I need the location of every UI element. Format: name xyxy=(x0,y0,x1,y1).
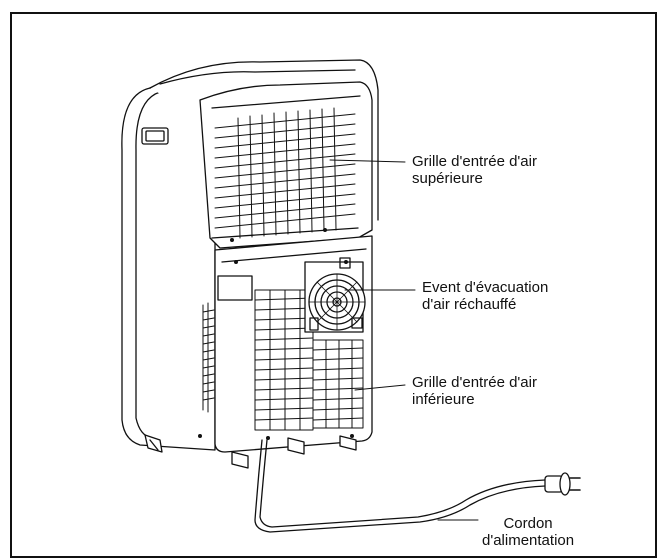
label-power-cord: Cordon d'alimentation xyxy=(482,515,574,549)
side-handle xyxy=(141,127,169,145)
label-power-cord-line2: d'alimentation xyxy=(482,532,575,549)
label-exhaust-vent-line2: d'air réchauffé xyxy=(422,296,517,313)
label-lower-intake-line1: Grille d'entrée d'air xyxy=(412,374,537,391)
label-upper-intake-line1: Grille d'entrée d'air xyxy=(412,153,537,170)
label-lower-intake-line2: inférieure xyxy=(412,391,475,408)
screws xyxy=(198,228,354,440)
lower-grille xyxy=(254,289,364,431)
label-lower-intake-grille: Grille d'entrée d'air inférieure xyxy=(412,374,537,408)
power-plug xyxy=(544,472,581,496)
exhaust-vent xyxy=(304,257,366,333)
upper-grille-pattern xyxy=(214,107,356,239)
callout-lines xyxy=(329,159,479,521)
label-exhaust-vent-line1: Event d'évacuation xyxy=(422,279,549,296)
casters xyxy=(144,434,357,469)
label-upper-intake-line2: supérieure xyxy=(412,170,483,187)
label-power-cord-line1: Cordon xyxy=(503,515,553,532)
side-louvers xyxy=(202,302,215,413)
label-upper-intake-grille: Grille d'entrée d'air supérieure xyxy=(412,153,537,187)
label-plate xyxy=(217,275,253,301)
power-cord xyxy=(254,439,546,533)
label-exhaust-vent: Event d'évacuation d'air réchauffé xyxy=(422,279,548,313)
